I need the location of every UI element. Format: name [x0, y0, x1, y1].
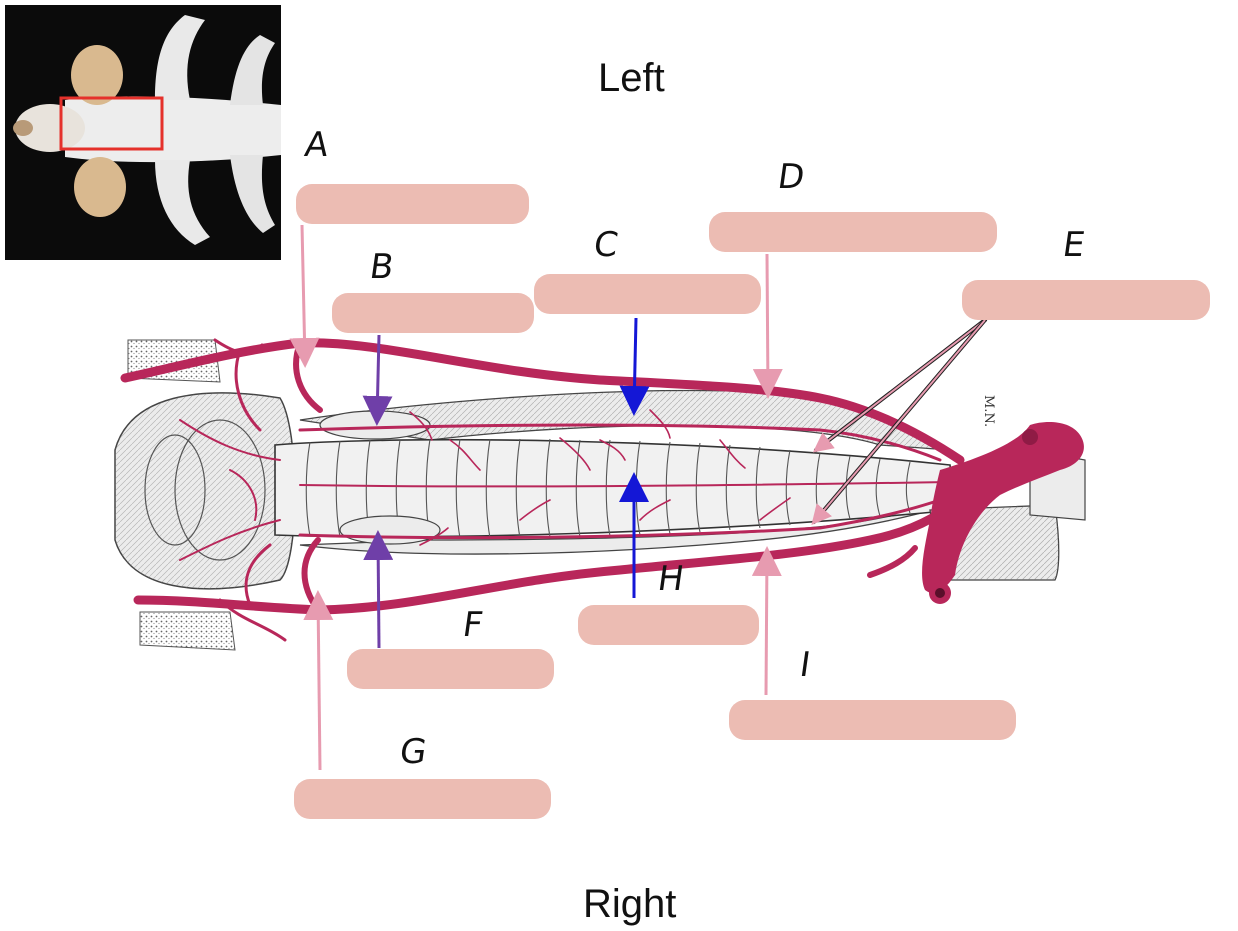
answer-box-e[interactable] — [962, 280, 1210, 320]
answer-box-d[interactable] — [709, 212, 997, 252]
answer-box-b[interactable] — [332, 293, 534, 333]
specimen-photo — [5, 5, 281, 260]
illustrator-initials: M.N. — [981, 395, 996, 427]
label-letter-c: C — [591, 225, 621, 265]
arrow-c — [619, 317, 650, 416]
arrow-b — [362, 334, 393, 426]
label-letter-b: B — [367, 247, 397, 287]
answer-box-a[interactable] — [296, 184, 529, 224]
label-letter-d: D — [775, 157, 807, 197]
answer-box-f[interactable] — [347, 649, 554, 689]
label-letter-g: G — [397, 732, 430, 772]
arrow-a — [289, 224, 320, 368]
label-letter-h: H — [655, 559, 687, 599]
orientation-left-label: Left — [598, 56, 665, 100]
arrow-d — [752, 253, 783, 399]
arrow-g — [303, 590, 334, 771]
answer-box-c[interactable] — [534, 274, 761, 314]
highlight-box — [59, 96, 164, 151]
answer-box-g[interactable] — [294, 779, 551, 819]
answer-box-i[interactable] — [729, 700, 1016, 740]
arrow-i — [751, 546, 782, 696]
orientation-right-label: Right — [583, 882, 677, 926]
arrow-f — [363, 530, 394, 649]
answer-box-h[interactable] — [578, 605, 759, 645]
label-letter-a: A — [302, 125, 332, 165]
